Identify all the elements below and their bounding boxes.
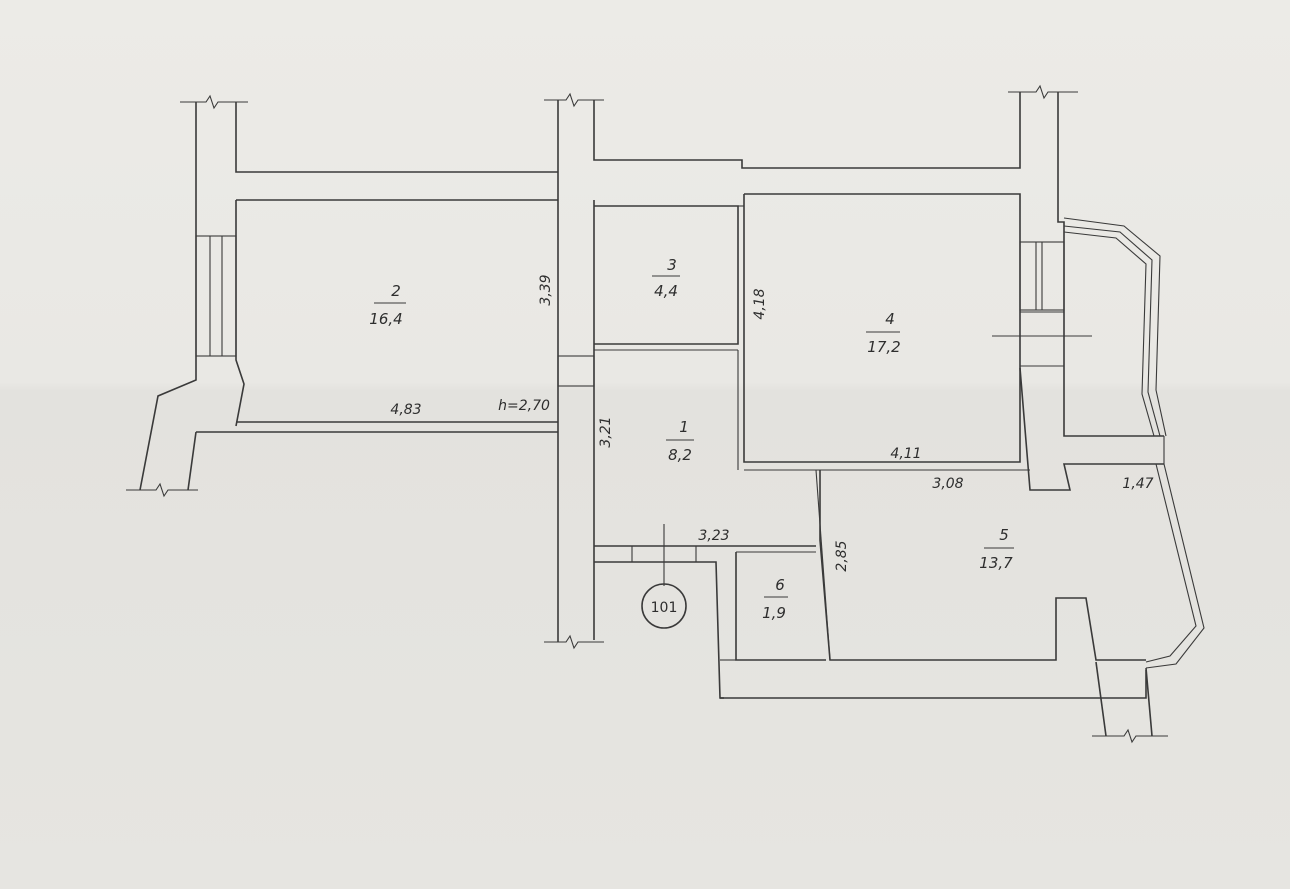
apartment-circle bbox=[641, 583, 687, 629]
dim-room5-depth: 2,85 bbox=[834, 540, 850, 571]
apartment-marker: 101 bbox=[641, 583, 687, 629]
room-4-area: 17,2 bbox=[867, 338, 900, 356]
dimensions: 4,83 h=2,70 3,39 4,18 4,11 3,21 3,23 3,0… bbox=[390, 274, 1153, 571]
room-1-number: 1 bbox=[679, 418, 689, 436]
room-5-area: 13,7 bbox=[979, 554, 1013, 572]
room-6: 6 1,9 bbox=[762, 576, 788, 622]
room-2-number: 2 bbox=[391, 282, 401, 300]
room-4-number: 4 bbox=[885, 310, 895, 328]
dim-room5-width: 3,08 bbox=[932, 476, 963, 492]
dim-room1-width: 3,23 bbox=[698, 528, 729, 544]
room-5: 5 13,7 bbox=[979, 526, 1014, 572]
room-1-area: 8,2 bbox=[668, 446, 692, 464]
room-1: 1 8,2 bbox=[666, 418, 694, 464]
dim-room1-depth: 3,21 bbox=[598, 416, 614, 447]
break-marks bbox=[126, 84, 1168, 744]
walls bbox=[139, 92, 1205, 737]
room-2: 2 16,4 bbox=[369, 282, 406, 328]
room-5-number: 5 bbox=[999, 526, 1009, 544]
room-3: 3 4,4 bbox=[652, 256, 680, 300]
dim-room4-depth: 4,18 bbox=[752, 288, 768, 319]
dim-ceiling-height: h=2,70 bbox=[498, 398, 550, 414]
dim-room2-width: 4,83 bbox=[390, 402, 421, 418]
dim-room2-depth: 3,39 bbox=[538, 274, 554, 305]
apartment-number: 101 bbox=[651, 600, 678, 616]
dim-room4-width: 4,11 bbox=[890, 446, 921, 462]
room-3-number: 3 bbox=[667, 256, 677, 274]
dim-balcony-depth: 1,47 bbox=[1122, 476, 1153, 492]
room-6-area: 1,9 bbox=[762, 604, 786, 622]
room-6-number: 6 bbox=[775, 576, 785, 594]
room-3-area: 4,4 bbox=[654, 282, 678, 300]
room-4: 4 17,2 bbox=[866, 310, 901, 356]
room-2-area: 16,4 bbox=[369, 310, 402, 328]
